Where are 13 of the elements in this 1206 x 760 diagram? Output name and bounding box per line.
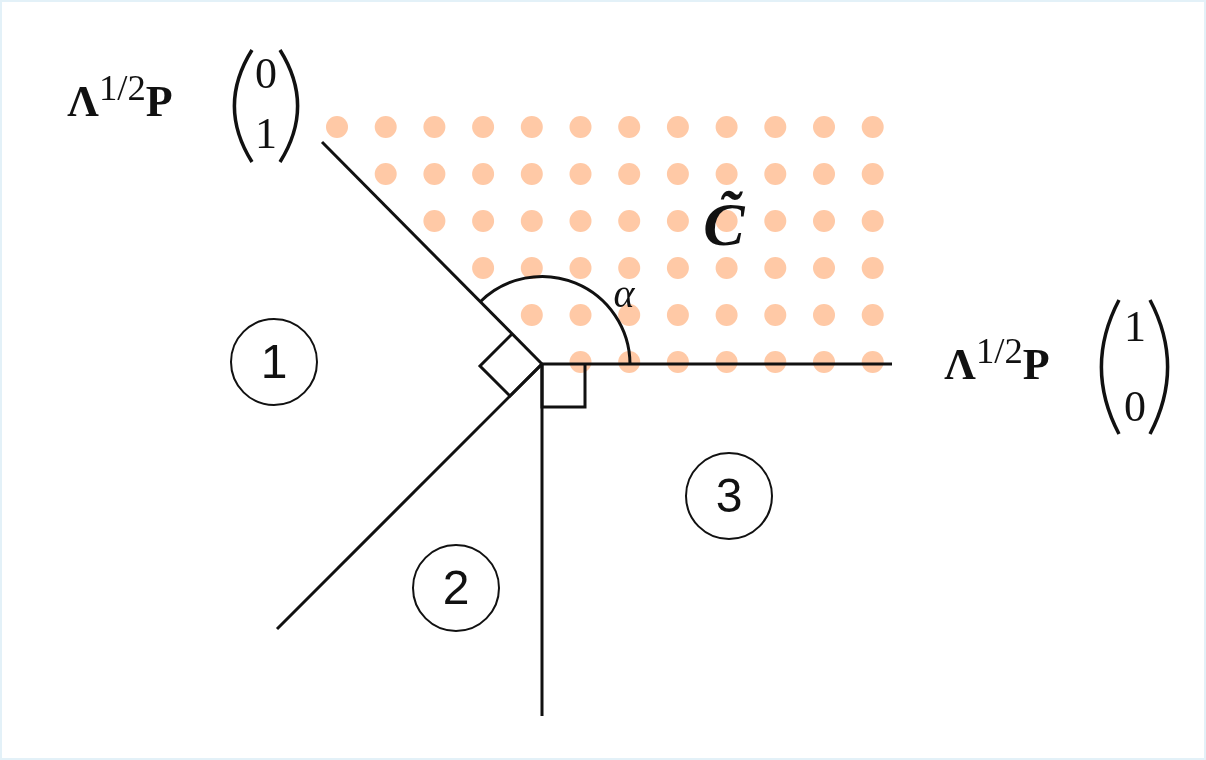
region-circle xyxy=(685,452,773,540)
region-circle xyxy=(412,544,500,632)
vector-entry: 0 xyxy=(255,52,277,96)
region-number: 2 xyxy=(442,564,470,612)
vector-entry: 1 xyxy=(255,112,277,156)
vector-entry: 0 xyxy=(1124,385,1146,429)
region-circle xyxy=(230,318,318,406)
angle-label: α xyxy=(613,274,635,314)
math-label: Λ$^{1/2}$P xyxy=(944,333,1050,387)
region-number: 3 xyxy=(715,472,743,520)
vector-entry: 1 xyxy=(1124,305,1146,349)
region-number: 1 xyxy=(260,338,288,386)
math-label: Λ$^{1/2}$P xyxy=(67,70,173,124)
